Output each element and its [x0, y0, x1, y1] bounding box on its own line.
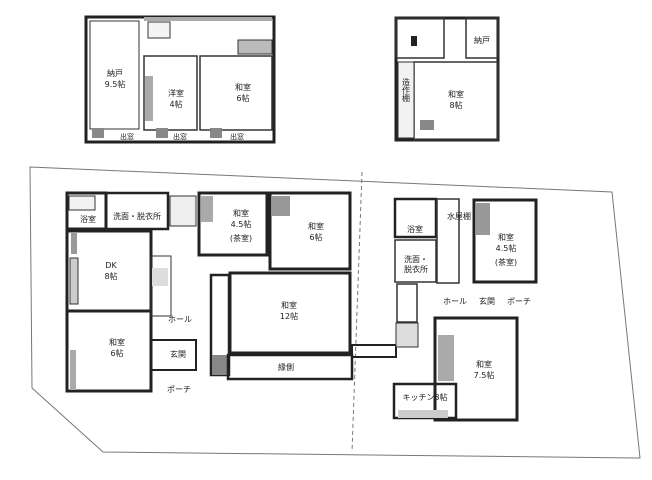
room-washitsu-12-size: 12帖	[280, 311, 298, 321]
room-kitchen-3: キッチン3帖	[402, 392, 447, 402]
main-house-left	[65, 191, 397, 393]
room-washitsu-8-size: 8帖	[449, 100, 462, 110]
room-washitsu-6-top-size: 6帖	[236, 93, 249, 103]
room-washitsu-8-name: 和室	[448, 89, 464, 99]
room-dk-size: 8帖	[104, 271, 117, 281]
zousakudana-label: 造作棚	[402, 77, 411, 103]
engawa-label: 縁側	[278, 362, 294, 372]
room-nando-9.5-size: 9.5帖	[105, 79, 126, 89]
room-senmen-right-line2: 脱衣所	[404, 264, 428, 274]
hall-left-label: ホール	[168, 315, 192, 324]
hall-right-label: ホール	[443, 297, 467, 306]
room-chashitsu-name: 和室	[233, 208, 249, 218]
room-washitsu-7.5-name: 和室	[476, 359, 492, 369]
porch-right-label: ポーチ	[507, 297, 531, 306]
room-yokushitsu-right: 浴室	[407, 224, 423, 234]
demado-label-3: 出窓	[230, 132, 244, 141]
room-washitsu-12-name: 和室	[281, 300, 297, 310]
upper-floor-left	[84, 15, 276, 144]
main-house-right	[392, 197, 538, 422]
room-yokushitsu-left: 浴室	[80, 214, 96, 224]
room-yoshitsu-4-name: 洋室	[168, 88, 184, 98]
room-senmen-left: 洗面・脱衣所	[113, 211, 161, 221]
room-washitsu-6-top-name: 和室	[235, 82, 251, 92]
room-washitsu-6-left-size: 6帖	[110, 348, 123, 358]
property-divider	[351, 171, 363, 453]
room-nando-9.5-name: 納戸	[107, 68, 123, 78]
room-chashitsu-size: 4.5帖	[231, 219, 252, 229]
room-yoshitsu-4-size: 4帖	[169, 99, 182, 109]
room-chashitsu-note: (茶室)	[230, 233, 252, 243]
demado-label-1: 出窓	[120, 132, 134, 141]
genkan-right-label: 玄関	[479, 296, 495, 306]
site-boundary	[29, 166, 641, 459]
demado-label-2: 出窓	[173, 132, 187, 141]
room-washitsu-6-mid-size: 6帖	[309, 232, 322, 242]
upper-floor-right	[394, 16, 500, 142]
room-chashitsu-right-name: 和室	[498, 232, 514, 242]
room-washitsu-7.5-size: 7.5帖	[474, 370, 495, 380]
room-dk-name: DK	[105, 261, 117, 270]
room-chashitsu-right-note: (茶室)	[495, 257, 517, 267]
room-chashitsu-right-size: 4.5帖	[496, 243, 517, 253]
genkan-left-label: 玄関	[170, 349, 186, 359]
porch-left-label: ポーチ	[167, 385, 191, 394]
mizuyadana-label: 水屋棚	[447, 211, 471, 221]
room-washitsu-6-left-name: 和室	[109, 337, 125, 347]
room-washitsu-6-mid-name: 和室	[308, 221, 324, 231]
room-nando-small-name: 納戸	[474, 35, 490, 45]
room-senmen-right-line1: 洗面・	[404, 254, 428, 264]
